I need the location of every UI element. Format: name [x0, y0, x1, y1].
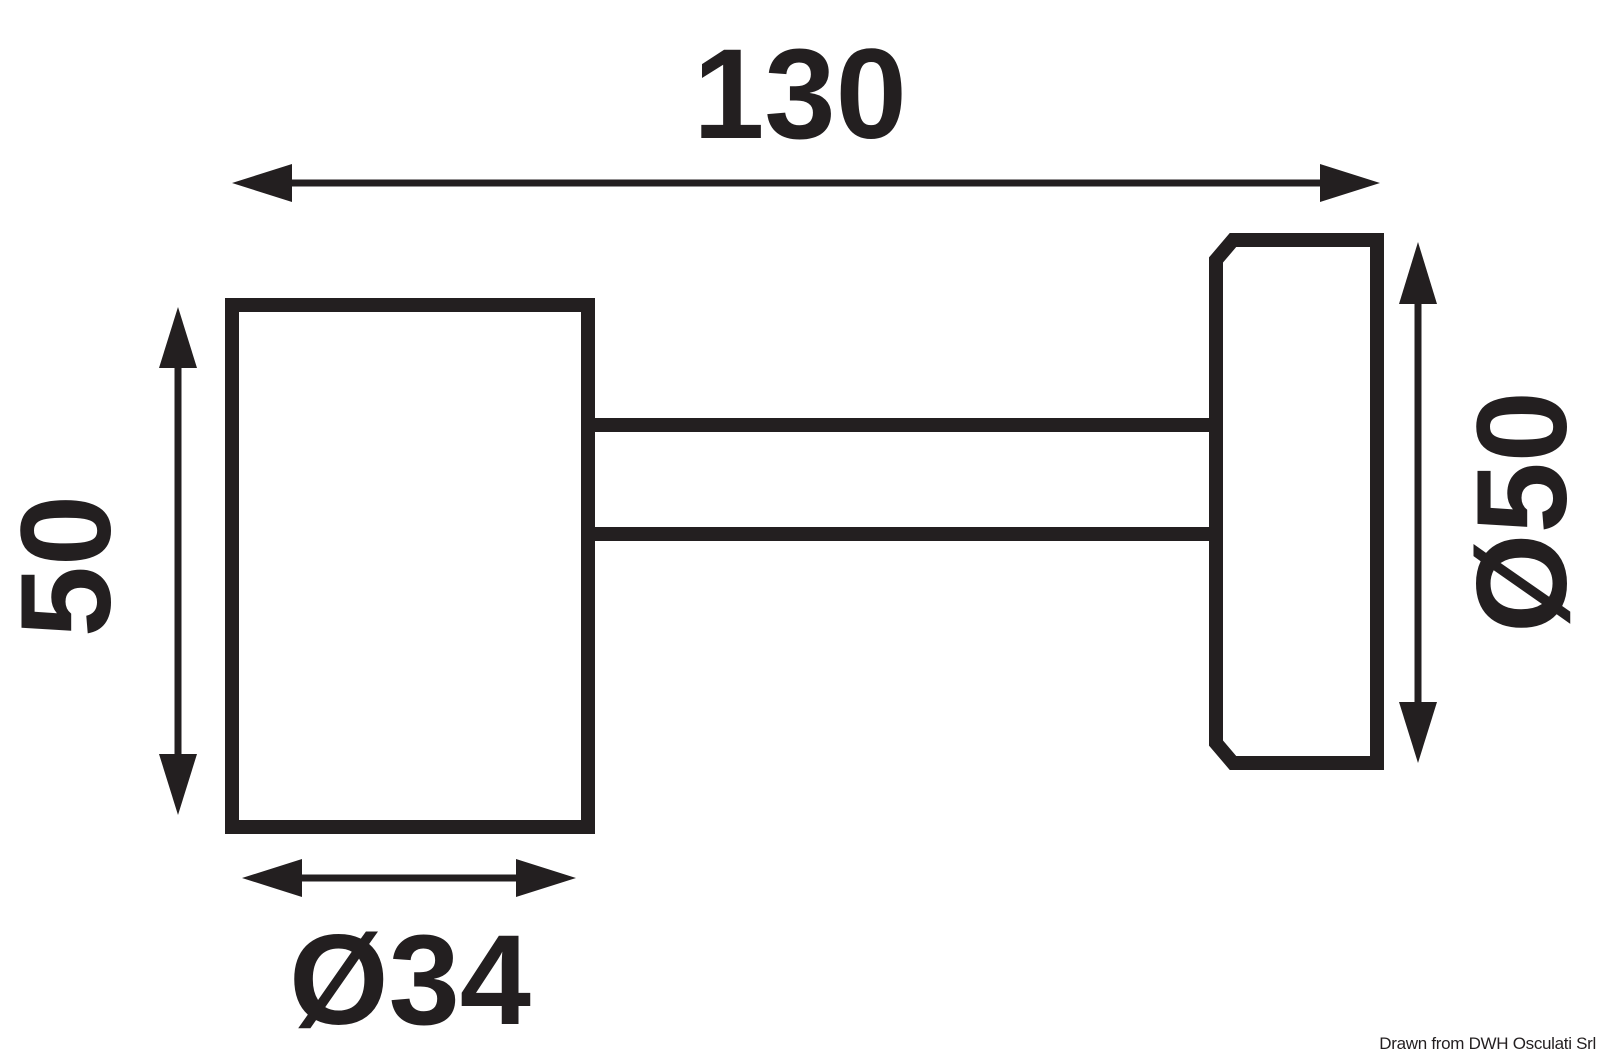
dimension-overall-length: 130	[232, 23, 1380, 202]
base-diameter-label: Ø50	[1451, 391, 1594, 633]
credit-text: Drawn from DWH Osculati Srl	[1379, 1034, 1596, 1053]
lamp-body-outline	[225, 298, 595, 834]
arrow-left-head	[242, 859, 302, 897]
arrow-down-head	[1399, 702, 1437, 763]
dimension-base-diameter: Ø50	[1399, 242, 1594, 763]
arrow-left-head	[232, 164, 292, 202]
dimension-body-height: 50	[0, 307, 197, 815]
arrow-right-head	[1320, 164, 1380, 202]
arrow-up-head	[159, 307, 197, 368]
arrow-down-head	[159, 754, 197, 815]
base-plate-outline	[1209, 233, 1384, 770]
dimension-body-diameter: Ø34	[242, 859, 576, 1052]
overall-length-label: 130	[693, 23, 907, 166]
body-diameter-label: Ø34	[289, 909, 531, 1052]
arrow-up-head	[1399, 242, 1437, 304]
arrow-right-head	[516, 859, 576, 897]
body-height-label: 50	[0, 495, 138, 637]
